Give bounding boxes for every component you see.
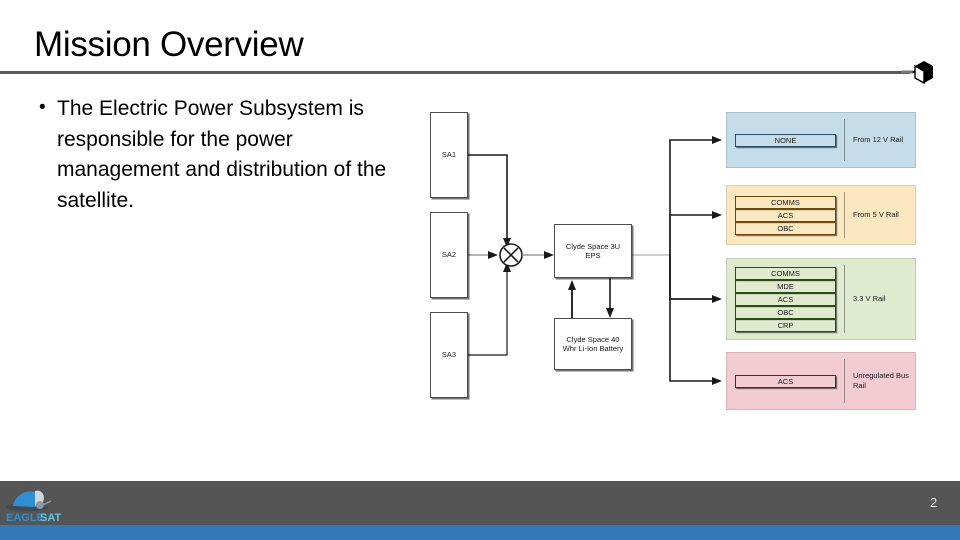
footer-bar xyxy=(0,481,960,525)
bullet-item: The Electric Power Subsystem is responsi… xyxy=(30,93,420,216)
rail-group-5v: COMMS ACS OBC From 5 V Rail xyxy=(726,185,916,245)
rail-unregulated-label: Unregulated Bus Rail xyxy=(844,359,911,403)
rail-5v-label: From 5 V Rail xyxy=(844,192,911,238)
rail-5v-loads: COMMS ACS OBC xyxy=(727,186,844,244)
rail-load: ACS xyxy=(735,208,836,222)
page-title: Mission Overview xyxy=(34,25,304,64)
solar-array-sa3: SA3 xyxy=(430,312,468,398)
cube-icon xyxy=(901,57,935,87)
rail-group-12v: NONE From 12 V Rail xyxy=(726,112,916,168)
battery-box-label: Clyde Space 40 Whr Li-Ion Battery xyxy=(563,335,623,354)
solar-array-sa1-label: SA1 xyxy=(441,150,457,160)
eaglesat-logo: EAGLE SAT xyxy=(5,483,71,525)
rail-load: CRP xyxy=(735,318,836,332)
rail-load: OBC xyxy=(735,305,836,319)
solar-array-sa2-label: SA2 xyxy=(441,250,457,260)
rail-12v-label: From 12 V Rail xyxy=(844,119,911,161)
page-number: 2 xyxy=(930,495,938,510)
battery-line-2: Whr Li-Ion Battery xyxy=(562,344,624,353)
rail-load: ACS xyxy=(735,292,836,306)
rail-load: OBC xyxy=(735,221,836,235)
svg-text:SAT: SAT xyxy=(40,512,61,524)
rail-load: MDE xyxy=(735,279,836,293)
rail-33v-label: 3.3 V Rail xyxy=(844,265,911,333)
rail-load: NONE xyxy=(735,133,836,147)
eps-box-label: Clyde Space 3U EPS xyxy=(566,242,620,261)
rail-load: ACS xyxy=(735,374,836,388)
eps-line-1: Clyde Space 3U xyxy=(565,241,621,251)
eps-block-diagram: SA1 SA2 SA3 Clyde Space 3U EPS Clyde Spa… xyxy=(420,100,930,415)
rail-group-33v: COMMS MDE ACS OBC CRP 3.3 V Rail xyxy=(726,258,916,340)
body-content: The Electric Power Subsystem is responsi… xyxy=(30,93,420,216)
rail-33v-loads: COMMS MDE ACS OBC CRP xyxy=(727,259,844,339)
rail-unregulated-loads: ACS xyxy=(727,353,844,409)
battery-line-1: Clyde Space 40 xyxy=(566,334,620,344)
eps-line-2: EPS xyxy=(585,251,601,260)
diagram-connectors xyxy=(468,136,722,385)
solar-array-sa3-label: SA3 xyxy=(441,350,457,360)
rail-group-unregulated: ACS Unregulated Bus Rail xyxy=(726,352,916,410)
solar-array-sa1: SA1 xyxy=(430,112,468,198)
rail-load: COMMS xyxy=(735,195,836,209)
rail-12v-loads: NONE xyxy=(727,113,844,167)
battery-box: Clyde Space 40 Whr Li-Ion Battery xyxy=(554,318,632,370)
eps-box: Clyde Space 3U EPS xyxy=(554,224,632,278)
footer-accent-bar xyxy=(0,525,960,540)
svg-text:EAGLE: EAGLE xyxy=(6,512,44,524)
title-divider xyxy=(0,71,910,74)
bullet-list: The Electric Power Subsystem is responsi… xyxy=(30,93,420,216)
rail-load: COMMS xyxy=(735,266,836,280)
solar-array-sa2: SA2 xyxy=(430,212,468,298)
